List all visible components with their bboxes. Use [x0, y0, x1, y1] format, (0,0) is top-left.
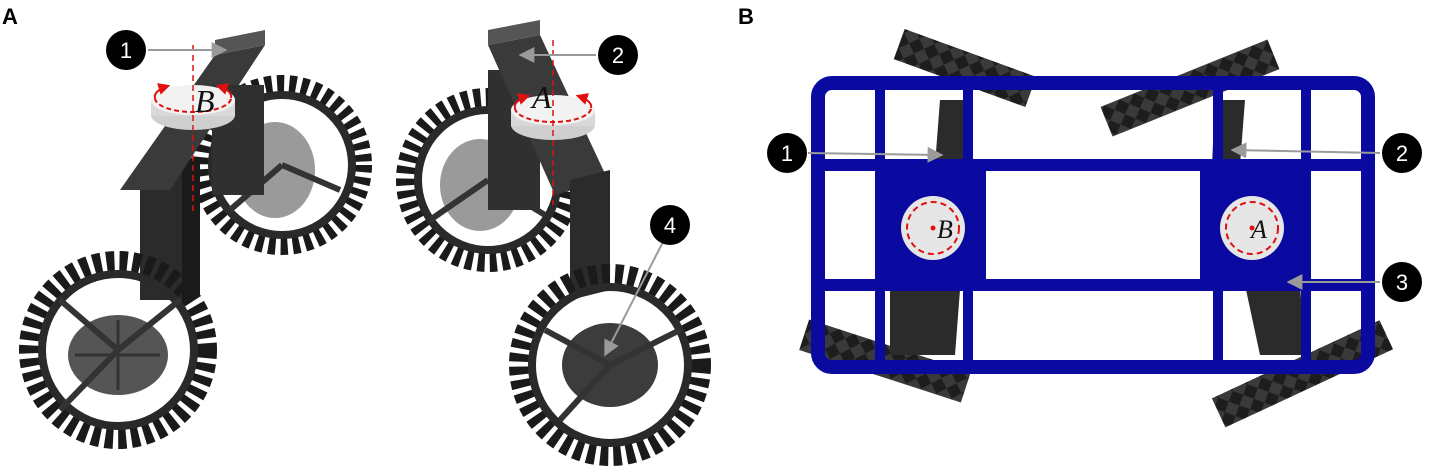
callout-3 [1382, 262, 1422, 302]
disc-a-top [1220, 196, 1284, 260]
axis-b-label-a: B [195, 83, 215, 119]
axis-a-label-a: A [530, 79, 552, 115]
panel-a-label: A [2, 4, 18, 29]
callout-1-b [767, 133, 807, 173]
callout-2-b [1382, 133, 1422, 173]
callout-4 [650, 205, 690, 245]
axis-b-label-b: B [937, 215, 953, 244]
callout-1-a [106, 30, 146, 70]
callout-2-a [598, 35, 638, 75]
callout-1-b-text: 1 [781, 141, 793, 166]
callout-2-b-text: 2 [1396, 141, 1408, 166]
module-a-3d [396, 20, 711, 466]
callout-3-text: 3 [1396, 270, 1408, 295]
wheel-a-lower [509, 264, 711, 466]
disc-b-top [901, 196, 965, 260]
wheel-b-lower [19, 251, 217, 449]
callout-2-a-text: 2 [612, 43, 624, 68]
axis-a-label-b: A [1249, 215, 1267, 244]
callout-4-text: 4 [664, 213, 676, 238]
panel-b-label: B [738, 4, 754, 29]
callout-1-a-text: 1 [120, 38, 132, 63]
